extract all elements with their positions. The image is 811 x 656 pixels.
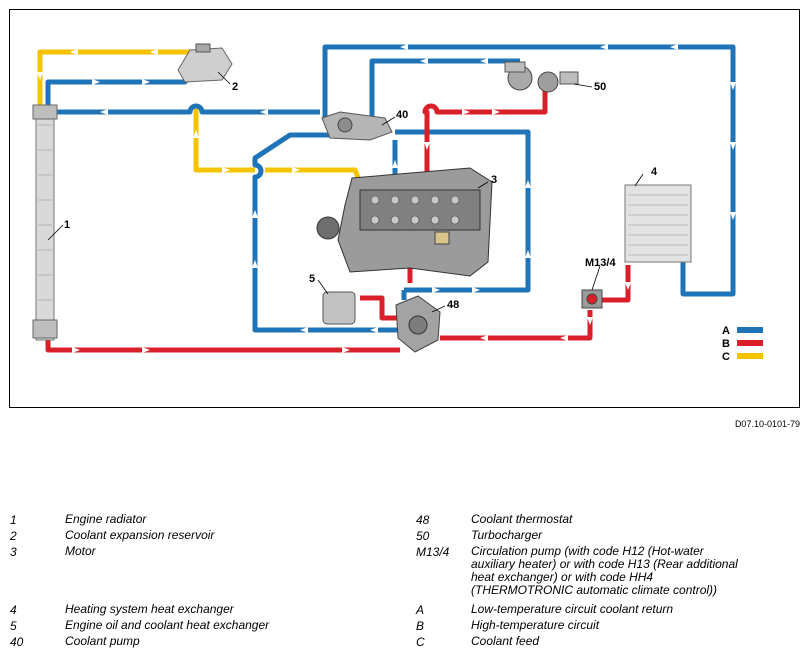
feed-line-reservoir-top (37, 49, 196, 105)
legend-text: Low-temperature circuit coolant return (471, 602, 674, 616)
legend-number: M13/4 (416, 545, 450, 559)
legend-number: 2 (10, 529, 17, 543)
callout-2: 2 (232, 81, 238, 93)
heating-heat-exchanger (624, 184, 692, 263)
legend-item: C Coolant feed (416, 634, 801, 650)
legend-text: Engine oil and coolant heat exchanger (65, 618, 270, 632)
return-line-heater (322, 44, 736, 297)
legend-text: Coolant thermostat (471, 512, 573, 526)
legend-item: 50 Turbocharger (416, 528, 801, 544)
engine-radiator (32, 104, 58, 341)
key-a-swatch (737, 327, 763, 333)
legend-text: High-temperature circuit (471, 618, 600, 632)
callout-40: 40 (396, 109, 408, 121)
circulation-pump (581, 289, 603, 309)
legend-item: 4 Heating system heat exchanger (10, 602, 390, 618)
legend-number: B (416, 619, 425, 633)
feed-line-to-engine (193, 108, 255, 173)
legend-number: 50 (416, 529, 430, 543)
turbocharger (504, 61, 579, 93)
return-line-left-loop (252, 132, 400, 333)
legend-text: Coolant expansion reservoir (65, 528, 215, 542)
document-reference: D07.10-0101-79 (734, 419, 800, 429)
legend-item: B High-temperature circuit (416, 618, 801, 634)
callout-50: 50 (594, 81, 606, 93)
callout-5: 5 (309, 273, 315, 285)
return-line-right-loop (395, 129, 531, 293)
legend-number: A (416, 603, 425, 617)
legend-text: Circulation pump (with code H12 (Hot-wat… (471, 544, 738, 597)
coolant-thermostat (395, 295, 441, 353)
return-line-reservoir (45, 60, 202, 112)
legend-text: Coolant feed (471, 634, 540, 648)
key-b-label: B (722, 338, 730, 350)
legend-number: 3 (10, 545, 17, 559)
hot-line-turbo (422, 78, 548, 185)
legend-text: Turbocharger (471, 528, 543, 542)
legend-number: 1 (10, 513, 17, 527)
legend-number: 40 (10, 635, 24, 649)
circuit-key: A B C (722, 325, 763, 363)
return-line-turbo-top (369, 58, 520, 118)
legend-item: 1 Engine radiator (10, 512, 390, 528)
key-c-swatch (737, 353, 763, 359)
legend-item: 40 Coolant pump (10, 634, 390, 650)
legend-item: 5 Engine oil and coolant heat exchanger (10, 618, 390, 634)
key-a-label: A (722, 325, 730, 337)
legend-text: Coolant pump (65, 634, 140, 648)
legend-item: 2 Coolant expansion reservoir (10, 528, 390, 544)
hot-line-radiator-bottom (45, 335, 400, 353)
oil-coolant-heat-exchanger (322, 291, 356, 325)
key-c-label: C (722, 351, 730, 363)
callout-lines (47, 71, 644, 313)
callout-48: 48 (447, 299, 459, 311)
motor (316, 167, 493, 277)
hot-line-oil-cooler (360, 295, 398, 321)
callout-m13-4: M13/4 (585, 257, 616, 269)
key-b-swatch (737, 340, 763, 346)
legend-item: 3 Motor (10, 544, 390, 560)
callout-3: 3 (491, 174, 497, 186)
callout-1: 1 (64, 219, 70, 231)
callout-4: 4 (651, 166, 658, 178)
legend-number: 5 (10, 619, 17, 633)
diagram-frame (9, 9, 800, 408)
legend-item: M13/4 Circulation pump (with code H12 (H… (416, 545, 801, 601)
hot-line-pump-in (440, 310, 593, 341)
legend-text: Motor (65, 544, 96, 558)
legend-text: Heating system heat exchanger (65, 602, 234, 616)
legend-number: 4 (10, 603, 17, 617)
flow-arrows (37, 44, 736, 353)
hot-line-pump-out (598, 265, 631, 303)
legend-item: 48 Coolant thermostat (416, 512, 801, 528)
coolant-expansion-reservoir (177, 43, 233, 83)
legend-number: 48 (416, 513, 430, 527)
return-line-main (48, 103, 320, 115)
coolant-pump (321, 111, 393, 141)
legend-number: C (416, 635, 425, 649)
legend-text: Engine radiator (65, 512, 147, 526)
legend-item: A Low-temperature circuit coolant return (416, 602, 801, 618)
coolant-circuit-diagram: 1 2 3 4 5 40 48 50 M13/4 A B C (32, 43, 763, 363)
